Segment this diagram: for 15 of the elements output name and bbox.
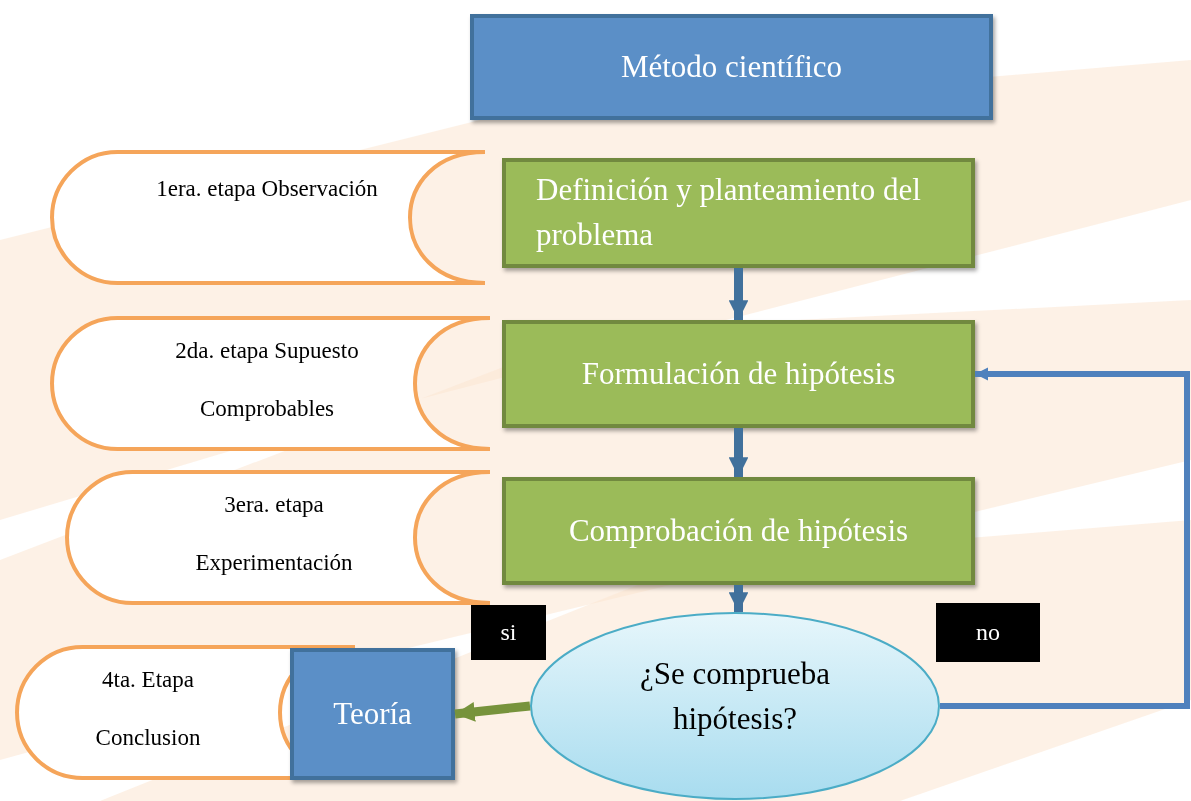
stage-text: Comprobables (198, 395, 336, 423)
result-box: Teoría (290, 648, 455, 780)
process-box: Comprobación de hipótesis (502, 477, 975, 585)
title-box: Método científico (470, 14, 993, 120)
edge-label: no (936, 603, 1040, 662)
stage-text: 4ta. Etapa (101, 666, 195, 694)
process-box: Definición y planteamiento del problema (502, 158, 975, 268)
stage-text: Conclusion (94, 724, 202, 752)
stage-text: 1era. etapa Observación (155, 175, 379, 203)
stage-text: 2da. etapa Supuesto (174, 337, 360, 365)
stage-text: 3era. etapa (223, 491, 325, 519)
edge-label: si (471, 605, 546, 660)
process-box: Formulación de hipótesis (502, 320, 975, 428)
stage-text: Experimentación (194, 549, 354, 577)
decision-text: ¿Se comprueba hipótesis? (638, 655, 832, 738)
